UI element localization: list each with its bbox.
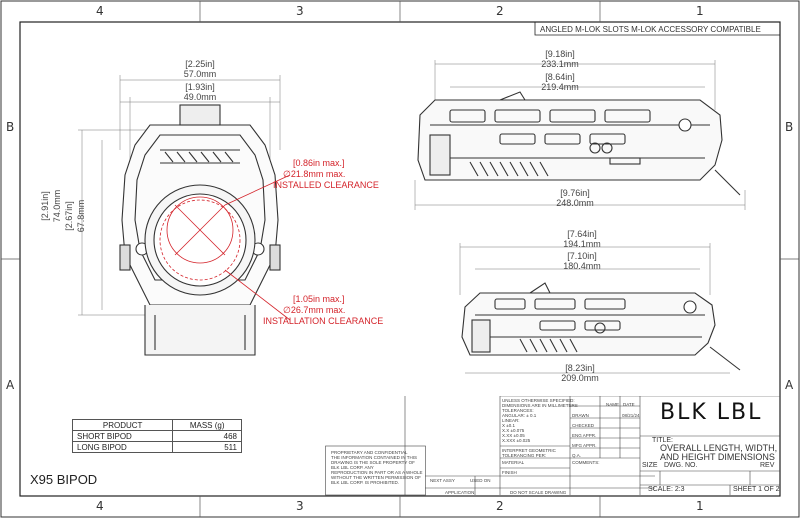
row-comments: COMMENTS: [572,460,600,465]
proprietary-line: THE INFORMATION CONTAINED IN THIS [331,455,418,460]
proprietary-title: PROPRIETARY AND CONFIDENTIAL [331,450,408,455]
short-mid-in: [7.10in] [567,251,597,261]
tolerance-notes: UNLESS OTHERWISE SPECIFIED: DIMENSIONS A… [502,398,578,443]
front-width-inner-mm: 49.0mm [183,92,217,102]
scale-label: SCALE: 2:3 [648,486,685,493]
long-top-in: [9.18in] [545,49,575,59]
zone-right-a: A [785,378,794,392]
material-label: MATERIAL [502,460,525,465]
dwg-no-label: DWG. NO. [664,462,698,469]
date-value: 08/21/24 [622,413,640,418]
brand-logo: BLK LBL [660,400,763,425]
title-label: TITLE: [652,437,674,444]
zone-top-4: 4 [96,4,104,18]
mass-value-cell: 511 [172,441,242,453]
title-line-2: AND HEIGHT DIMENSIONS [660,452,775,462]
short-top-mm: 194.1mm [563,239,601,249]
title-block-grid [325,396,780,496]
tolerance-line: X.X ±0.075 [502,428,525,433]
sheet-label: SHEET 1 OF 2 [733,486,780,493]
mass-table: PRODUCT MASS (g) SHORT BIPOD 468 LONG BI… [71,419,242,453]
table-row: LONG BIPOD 511 [71,441,242,453]
proprietary-line: DRAWING IS THE SOLE PROPERTY OF [331,460,415,465]
short-view-drawing [459,243,741,374]
zone-bottom-1: 1 [696,499,704,513]
tolerance-line: X ±0.1 [502,423,515,428]
front-height-inner-mm: 67.8mm [76,199,86,233]
proprietary-notice: PROPRIETARY AND CONFIDENTIAL THE INFORMA… [331,450,423,485]
proprietary-line: BLK LBL CORP. IS PROHIBITED. [331,480,400,485]
row-qa: Q.A. [572,453,582,458]
short-mid-mm: 180.4mm [563,261,601,271]
long-view-drawing [414,60,746,210]
long-bottom-mm: 248.0mm [556,198,594,208]
mass-product-cell: SHORT BIPOD [71,430,174,442]
proprietary-line: REPRODUCTION IN PART OR AS A WHOLE [331,470,423,475]
tolerance-line: TOLERANCES: [502,408,534,413]
part-name: X95 BIPOD [30,472,98,487]
front-width-outer-in: [2.25in] [185,59,215,69]
mass-table-header: PRODUCT MASS (g) [71,419,242,431]
proprietary-line: WITHOUT THE WRITTEN PERMISSION OF [331,475,421,480]
rev-label: REV [760,462,775,469]
short-top-in: [7.64in] [567,229,597,239]
zone-left-a: A [6,378,15,392]
geometric-label-1: INTERPRET GEOMETRIC [502,448,556,453]
table-row: SHORT BIPOD 468 [71,430,242,442]
short-bottom-in: [8.23in] [565,363,595,373]
front-width-outer-mm: 57.0mm [183,69,217,79]
header-note: ANGLED M-LOK SLOTS M-LOK ACCESSORY COMPA… [540,25,761,34]
zone-top-1: 1 [696,4,704,18]
clearance-short-in: [0.86in max.] [293,158,345,168]
clearance-long-label: INSTALLATION CLEARANCE [263,316,384,326]
tolerance-line: ANGULAR: ± 0.1 [502,413,537,418]
proprietary-line: BLK LBL CORP. ANY [331,465,374,470]
row-checked: CHECKED [572,423,595,428]
clearance-long-in: [1.05in max.] [293,294,345,304]
application-label: APPLICATION [445,490,475,495]
front-height-outer-mm: 74.0mm [52,189,62,223]
tolerance-line: LINEAR: [502,418,520,423]
tolerance-line: DIMENSIONS ARE IN MILLIMETERS [502,403,578,408]
tolerance-line: UNLESS OTHERWISE SPECIFIED: [502,398,575,403]
front-view-drawing [78,75,291,356]
zone-top-3: 3 [296,4,304,18]
clearance-short-label: INSTALLED CLEARANCE [273,180,379,190]
mass-product-cell: LONG BIPOD [71,441,174,453]
geometric-label-2: TOLERANCING PER: [502,453,547,458]
zone-left-b: B [6,120,15,134]
zone-top-2: 2 [496,4,504,18]
title-line-1: OVERALL LENGTH, WIDTH, [660,443,778,453]
zone-bottom-3: 3 [296,499,304,513]
clearance-short-mm: ∅21.8mm max. [283,169,346,179]
tolerance-line: X.XX ±0.05 [502,433,525,438]
front-width-inner-in: [1.93in] [185,82,215,92]
long-mid-in: [8.64in] [545,72,575,82]
long-mid-mm: 219.4mm [541,82,579,92]
short-bottom-mm: 209.0mm [561,373,599,383]
long-bottom-in: [9.76in] [560,188,590,198]
row-drawn: DRAWN [572,413,589,418]
zone-right-b: B [785,120,794,134]
name-label: NAME [606,402,620,407]
front-height-outer-in: [2.91in] [40,191,50,221]
size-label: SIZE [642,462,658,469]
front-height-inner-in: [2.67in] [64,201,74,231]
zone-bottom-4: 4 [96,499,104,513]
mass-header-product: PRODUCT [71,419,174,431]
clearance-long-mm: ∅26.7mm max. [283,305,346,315]
date-label: DATE [623,402,635,407]
next-assy-label: NEXT ASSY [430,478,455,483]
long-top-mm: 233.1mm [541,59,579,69]
row-mfg-appr: MFG APPR. [572,443,597,448]
mass-header-mass: MASS (g) [172,419,242,431]
mass-value-cell: 468 [172,430,242,442]
tolerance-line: X.XXX ±0.025 [502,438,531,443]
finish-label: FINISH [502,470,517,475]
row-eng-appr: ENG APPR. [572,433,597,438]
zone-bottom-2: 2 [496,499,504,513]
no-scale-label: DO NOT SCALE DRAWING [510,490,567,495]
used-on-label: USED ON [470,478,491,483]
